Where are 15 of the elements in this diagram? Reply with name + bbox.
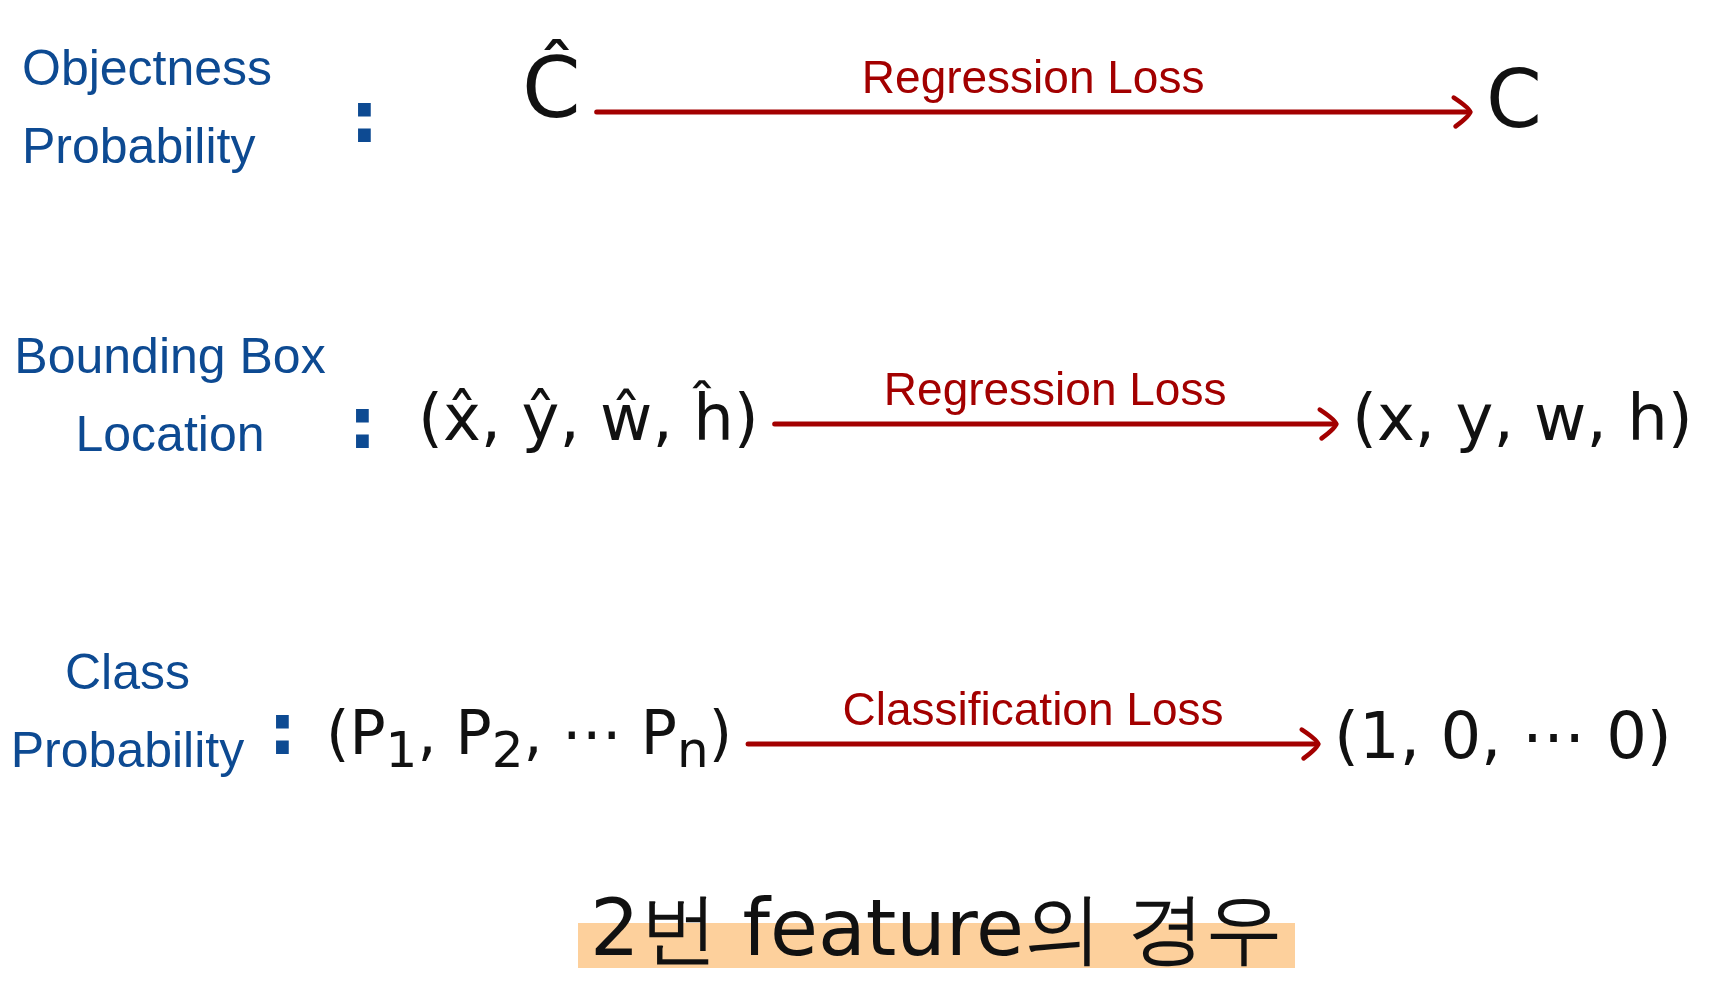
- math-expression: (P$_{1}$, P$_{2}$, ⋯ P$_{n}$): [326, 696, 733, 782]
- math-expression: C: [1486, 50, 1542, 150]
- edge-label: Classification Loss: [842, 683, 1224, 736]
- row-label: Objectness Probability: [22, 39, 274, 176]
- row-label: Class Probability: [9, 643, 246, 780]
- row-label: Bounding Box Location: [13, 327, 327, 464]
- math-expression: (1, 0, ⋯ 0): [1334, 696, 1672, 776]
- math-expression: (x̂, ŷ, ŵ, ĥ): [418, 378, 759, 458]
- edge-label: Regression Loss: [883, 363, 1227, 416]
- math-expression: Ĉ: [522, 36, 581, 141]
- math-expression: (x, y, w, h): [1352, 378, 1693, 458]
- colon-separator: :: [268, 690, 297, 770]
- edge-label: Regression Loss: [861, 51, 1205, 104]
- colon-separator: :: [348, 384, 377, 464]
- colon-separator: :: [350, 78, 379, 158]
